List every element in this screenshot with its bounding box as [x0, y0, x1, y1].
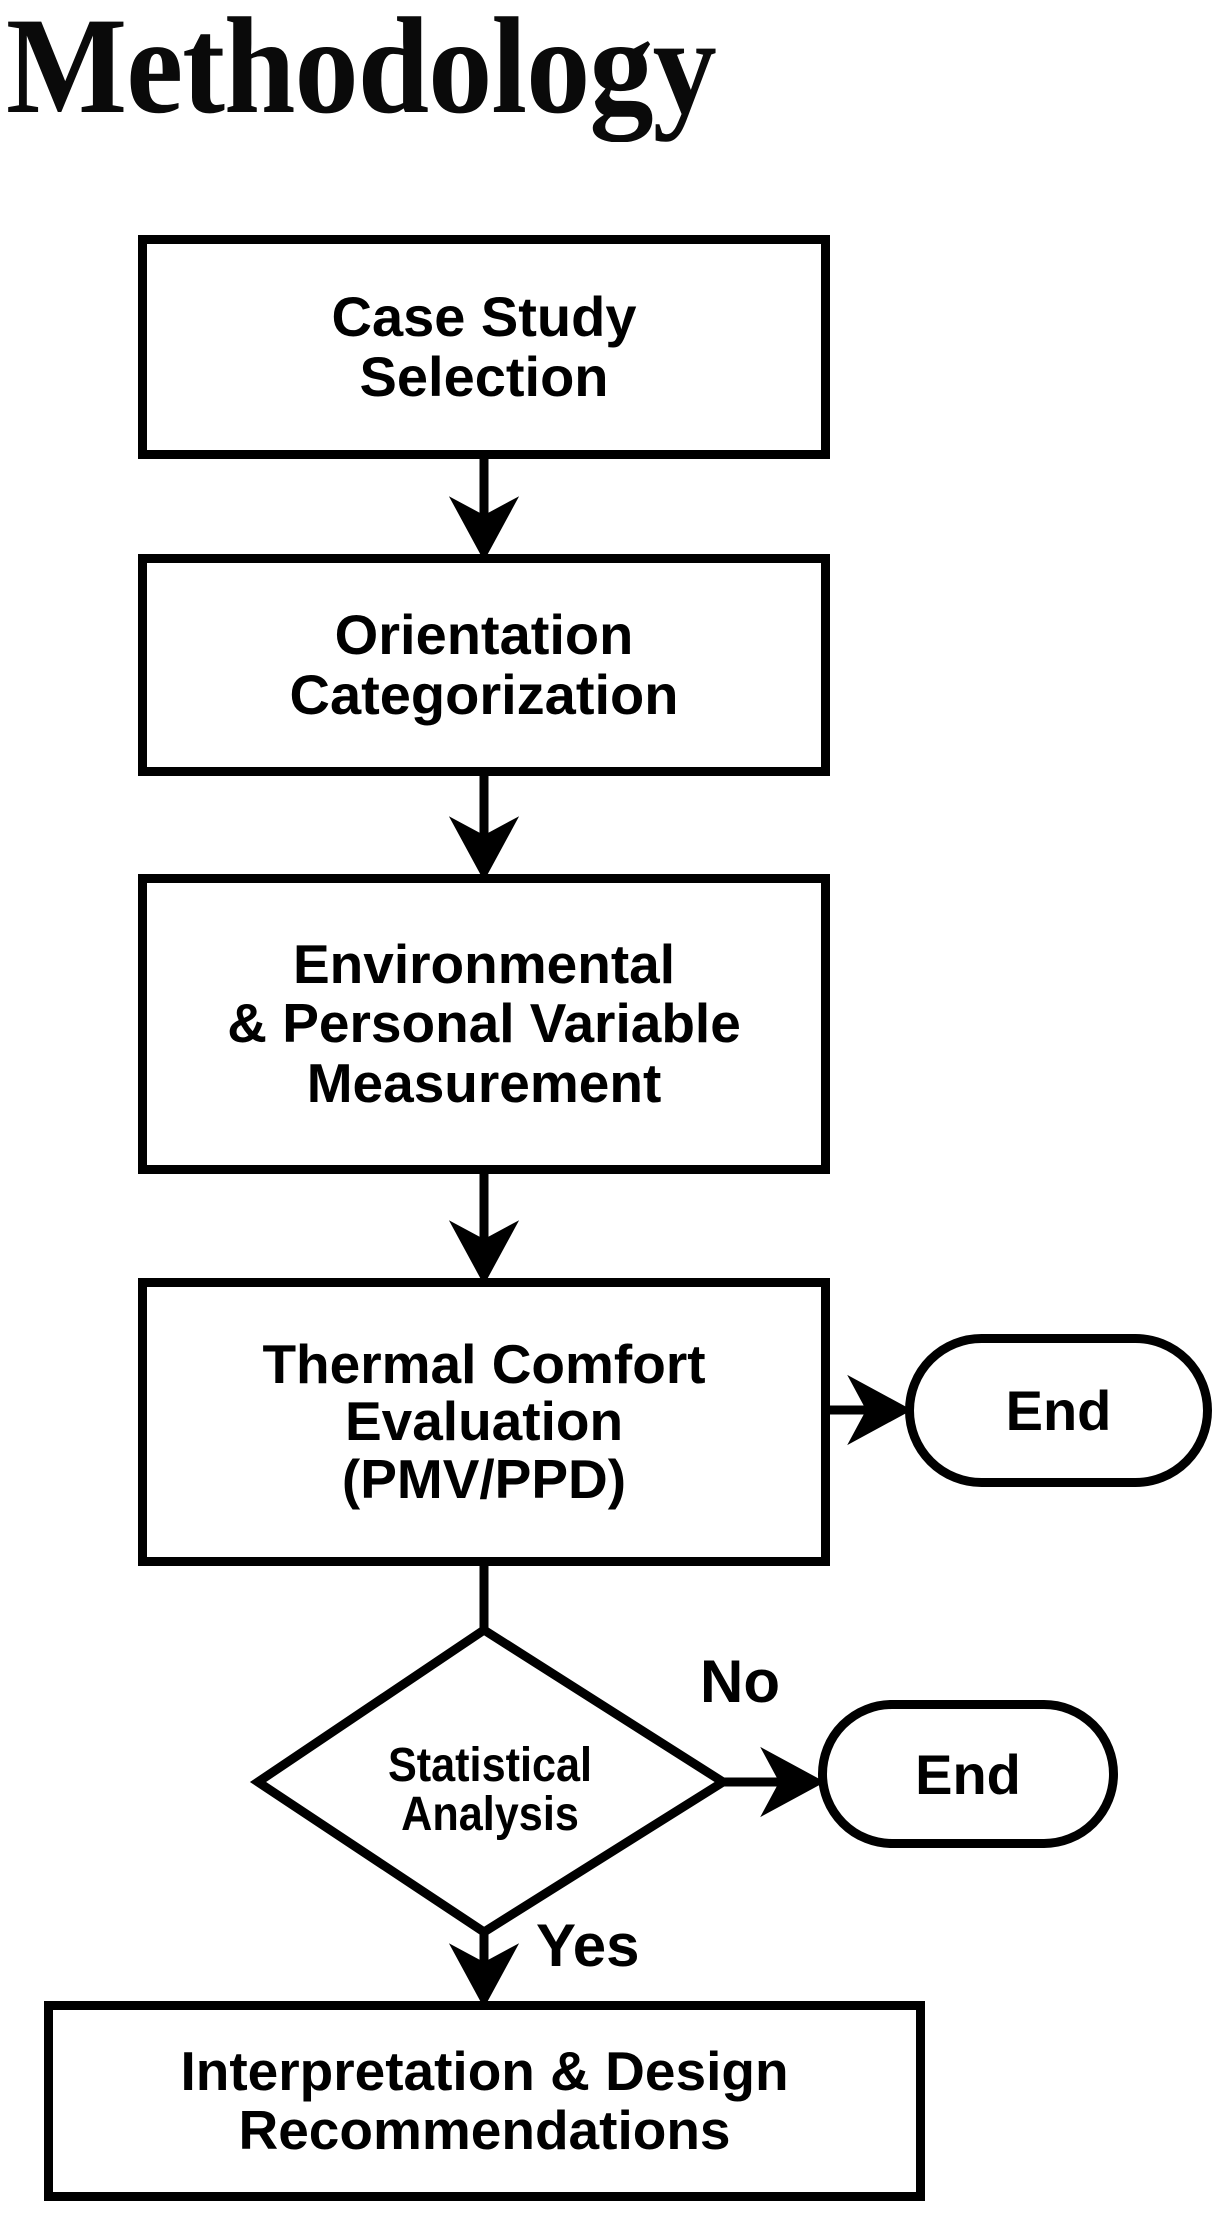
node-thermal-comfort-evaluation[interactable]: Thermal Comfort Evaluation (PMV/PPD) [138, 1278, 830, 1566]
node-interpretation-design-recommendations-label: Interpretation & Design Recommendations [180, 2039, 789, 2161]
edge-label-yes: Yes [536, 1912, 640, 1979]
page-title: Methodology [6, 0, 717, 142]
node-environmental-personal-variable-measurement-label: Environmental & Personal Variable Measur… [227, 932, 741, 1114]
node-environmental-personal-variable-measurement[interactable]: Environmental & Personal Variable Measur… [138, 874, 830, 1174]
node-interpretation-design-recommendations[interactable]: Interpretation & Design Recommendations [44, 2001, 925, 2201]
node-end-terminator-1-label: End [1005, 1379, 1112, 1442]
node-orientation-categorization[interactable]: Orientation Categorization [138, 554, 830, 776]
node-thermal-comfort-evaluation-label: Thermal Comfort Evaluation (PMV/PPD) [262, 1333, 706, 1510]
node-end-terminator-1[interactable]: End [905, 1334, 1212, 1487]
node-orientation-categorization-label: Orientation Categorization [289, 602, 679, 726]
node-end-terminator-2-label: End [915, 1742, 1021, 1806]
node-end-terminator-2[interactable]: End [818, 1700, 1118, 1848]
node-statistical-analysis-label: Statistical Analysis [387, 1739, 593, 1841]
node-case-study-selection-label: Case Study Selection [331, 284, 637, 408]
node-case-study-selection[interactable]: Case Study Selection [138, 235, 830, 459]
edge-label-no: No [700, 1648, 780, 1715]
